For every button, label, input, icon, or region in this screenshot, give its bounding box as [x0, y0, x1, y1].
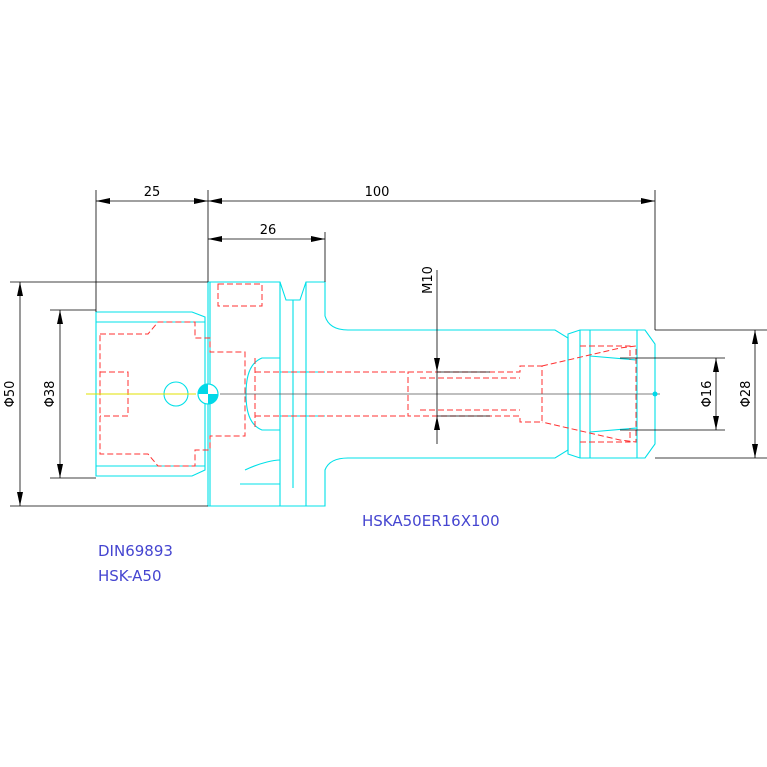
- model-label: HSKA50ER16X100: [362, 512, 500, 530]
- dimension-texts: 25 100 26 M10 Φ50 Φ38 Φ16 Φ28: [3, 185, 754, 407]
- interface-label: HSK-A50: [98, 567, 162, 585]
- dim-thread: M10: [421, 266, 436, 294]
- hsk-inner-cavity: [99, 321, 246, 467]
- dim-overall-length: 100: [365, 185, 390, 200]
- nut-taper-bottom: [589, 427, 638, 433]
- flange-body: [207, 281, 569, 507]
- dim-nut-diameter: Φ28: [739, 381, 754, 408]
- gauge-point-marker: [197, 383, 219, 405]
- drive-slot-arc: [244, 459, 281, 471]
- dimension-lines: [10, 190, 767, 507]
- flange-pocket: [217, 283, 263, 307]
- dim-collet-diameter: Φ16: [700, 381, 715, 408]
- dim-flange-offset: 25: [144, 185, 161, 200]
- dimension-arrows: [17, 198, 758, 506]
- collet-nut: [567, 329, 656, 459]
- nut-taper-top: [589, 355, 638, 361]
- drawing-labels: HSKA50ER16X100 DIN69893 HSK-A50: [98, 512, 500, 585]
- hsk-taper-shank: [95, 311, 206, 477]
- dim-taper-diameter: Φ38: [43, 381, 58, 408]
- collet-seat: [580, 345, 631, 443]
- dim-flange-diameter: Φ50: [3, 381, 18, 408]
- standard-label: DIN69893: [98, 542, 173, 560]
- centerline: [86, 391, 660, 397]
- dim-body-length: 26: [260, 223, 277, 238]
